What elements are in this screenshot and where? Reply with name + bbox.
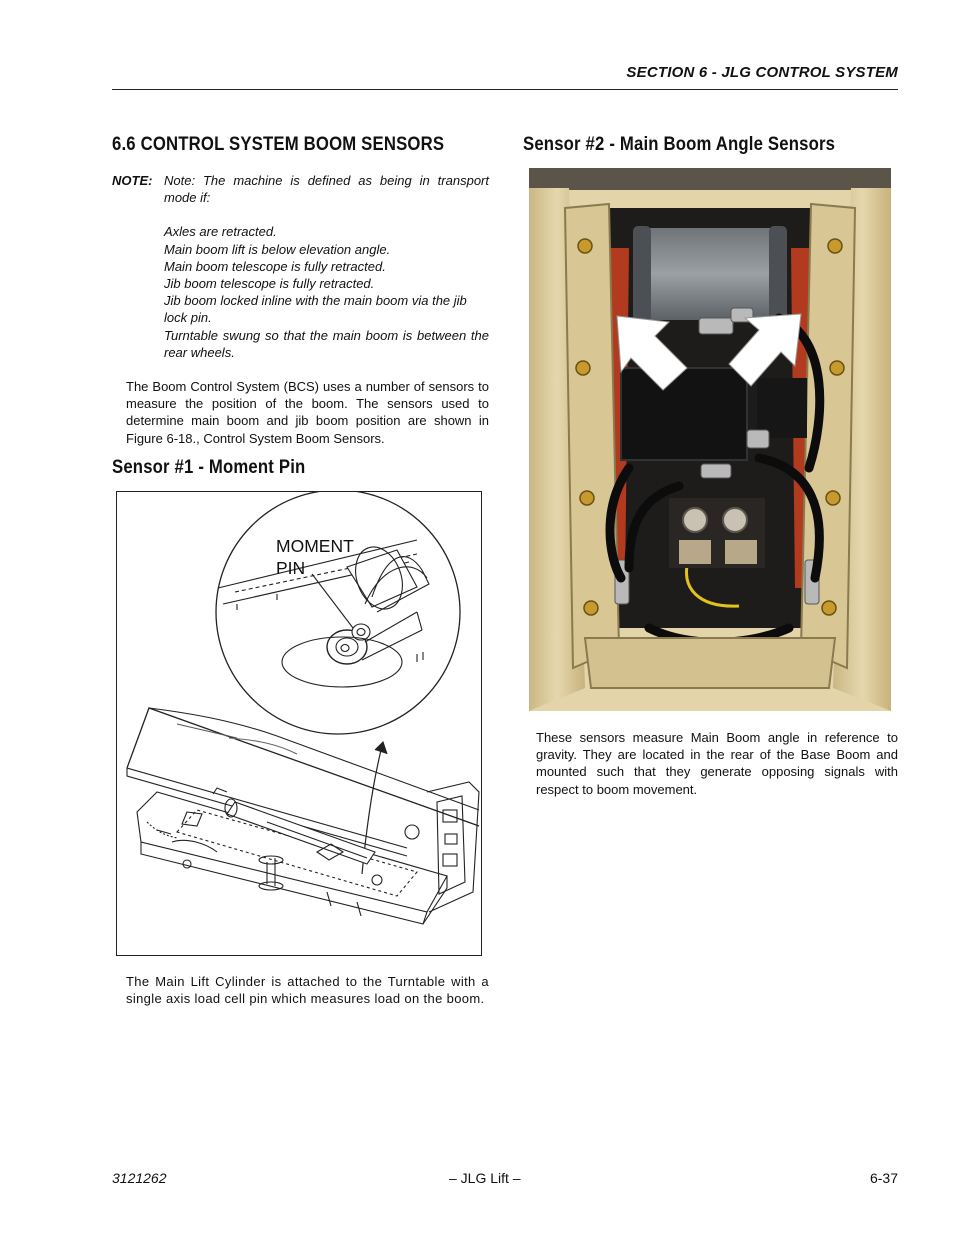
moment-pin-label: MOMENT PIN [276,535,354,579]
header-divider [112,89,898,90]
moment-pin-drawing [126,492,480,925]
note-condition: Main boom telescope is fully retracted. [164,258,386,274]
sensor2-heading: Sensor #2 - Main Boom Angle Sensors [523,134,836,155]
boom-sensor-photo-art [529,168,891,711]
sensor1-heading: Sensor #1 - Moment Pin [112,457,306,478]
note-condition: Axles are retracted. [164,224,277,240]
section-heading: 6.6 CONTROL SYSTEM BOOM SENSORS [112,134,445,155]
footer-doc-number: 3121262 [112,1170,167,1186]
moment-pin-label-line2: PIN [276,558,306,578]
note-condition: Turntable swung so that the main boom is… [164,327,489,360]
moment-pin-label-line1: MOMENT [276,536,354,556]
boom-sensor-photo [529,168,891,711]
moment-pin-figure: MOMENT PIN [116,491,482,956]
note-label: NOTE: [112,173,153,188]
sensor2-description: These sensors measure Main Boom angle in… [536,730,898,797]
note-condition: Main boom lift is below elevation angle. [164,241,391,257]
note-body: Note: The machine is defined as being in… [164,172,489,361]
note-condition: Jib boom locked inline with the main boo… [164,293,467,326]
note-condition: Jib boom telescope is fully retracted. [164,276,375,292]
bcs-paragraph: The Boom Control System (BCS) uses a num… [126,379,489,446]
note-intro: Note: The machine is defined as being in… [164,173,489,206]
section-header: SECTION 6 - JLG CONTROL SYSTEM [626,64,898,81]
footer-center: – JLG Lift – [449,1170,521,1186]
sensor1-description: The Main Lift Cylinder is attached to th… [126,974,489,1007]
footer-page-number: 6-37 [869,1170,898,1186]
